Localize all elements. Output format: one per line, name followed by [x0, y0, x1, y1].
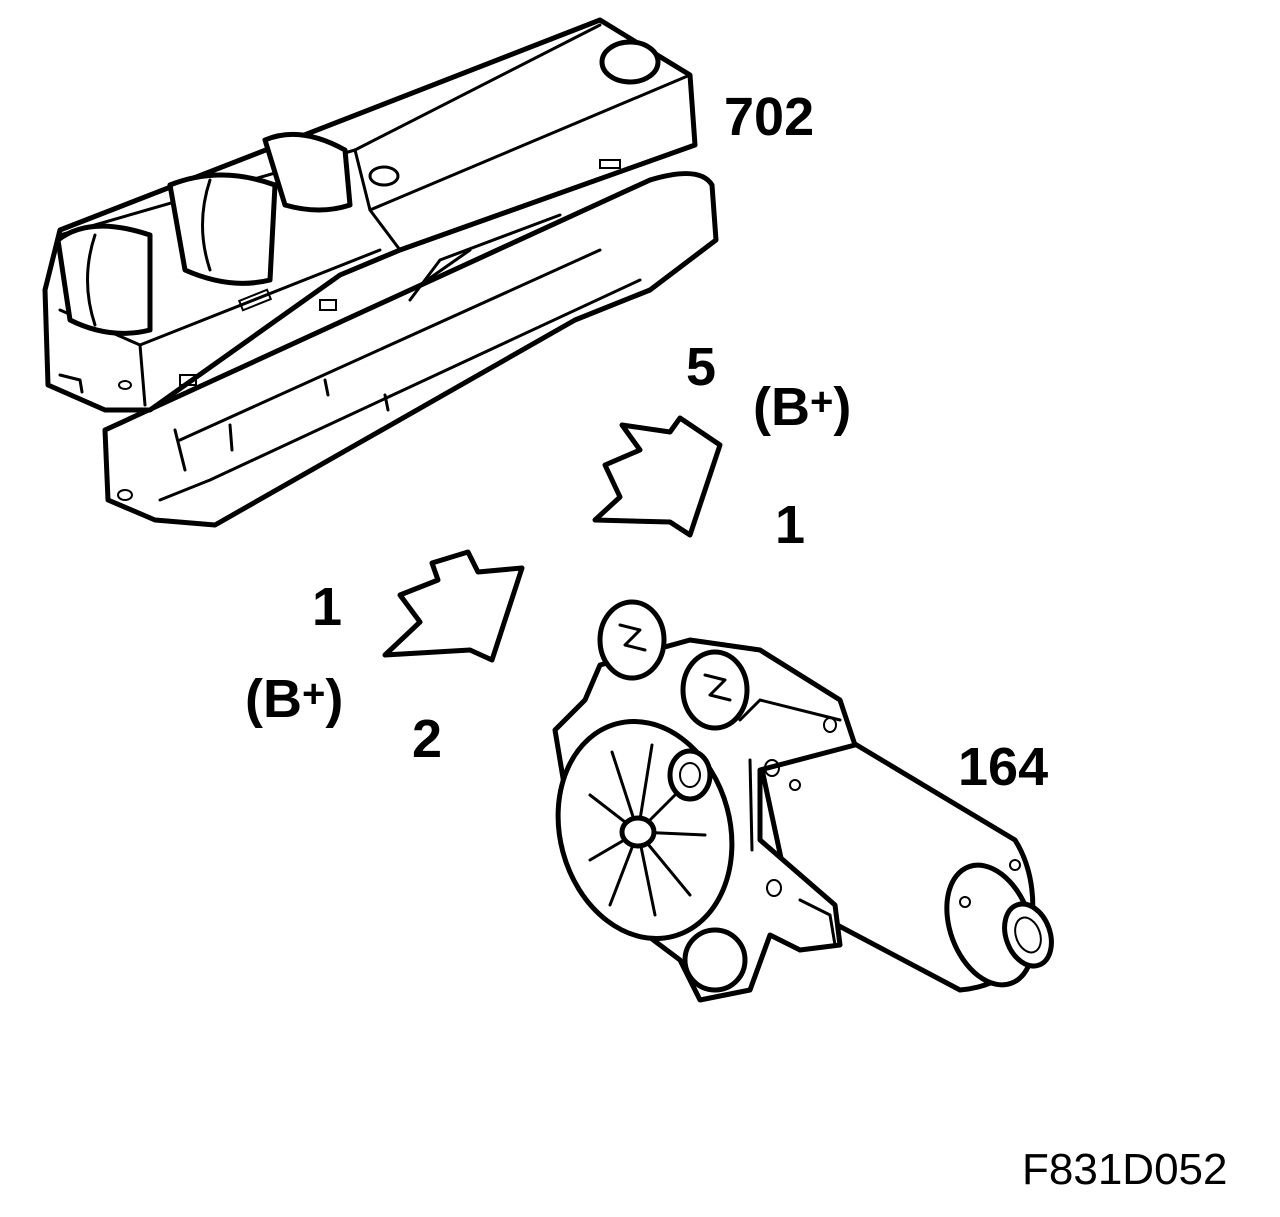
label-b-plus-top: (B+) — [753, 377, 852, 437]
output-boss — [667, 748, 713, 802]
label-164: 164 — [958, 737, 1049, 797]
connection-arrow-lower — [382, 549, 525, 663]
connection-arrow-upper — [592, 415, 723, 538]
label-pin-5: 5 — [686, 337, 717, 397]
switch-round-button — [599, 39, 661, 85]
window-switch-panel — [42, 17, 719, 528]
gear-hub — [619, 815, 657, 849]
rocker-switch-2 — [167, 172, 278, 286]
switch-lower-housing — [102, 171, 719, 528]
b-plus-left-sign: + — [301, 672, 326, 716]
label-pin-1-top: 1 — [775, 495, 806, 555]
label-pin-1-left: 1 — [312, 577, 343, 637]
label-pin-2: 2 — [412, 709, 443, 769]
rocker-switch-3 — [262, 131, 353, 213]
bottom-boss — [682, 927, 748, 993]
b-plus-top-sign: + — [809, 380, 834, 424]
b-plus-left-letter: B — [262, 669, 302, 729]
window-motor — [552, 599, 1054, 1003]
label-b-plus-left: (B+) — [245, 669, 344, 729]
switch-small-circle — [368, 165, 400, 187]
motor-shaft-boss — [1002, 901, 1054, 969]
b-plus-top-letter: B — [770, 377, 810, 437]
rocker-switch-1 — [55, 223, 153, 336]
figure-code: F831D052 — [1022, 1145, 1228, 1194]
label-702: 702 — [724, 87, 815, 147]
